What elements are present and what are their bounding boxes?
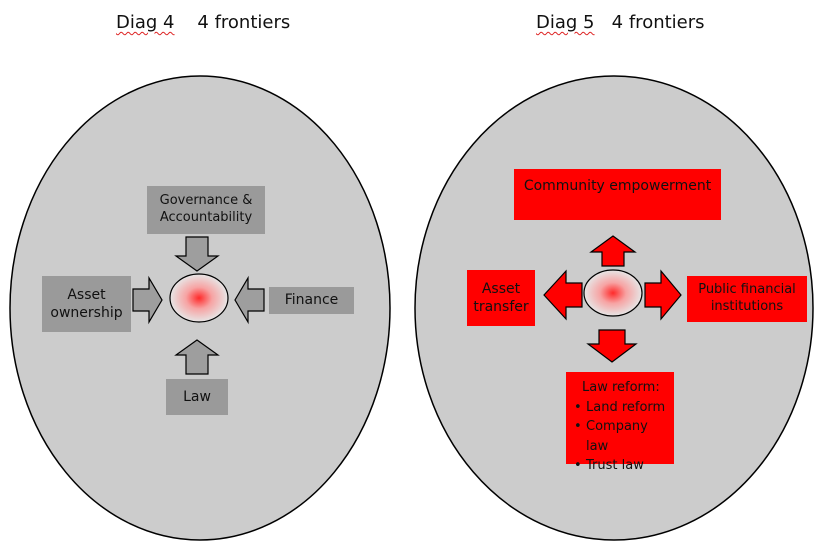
diag5-law-reform-item: Land reform xyxy=(574,398,668,418)
diag4-box-asset-ownership: Asset ownership xyxy=(42,276,131,332)
diag5-title: Diag 5 4 frontiers xyxy=(536,12,705,33)
diag4-box-law-label: Law xyxy=(183,388,211,405)
diag4-center xyxy=(169,273,229,323)
diag5-box-law-reform-heading: Law reform: xyxy=(582,380,660,395)
diag4-box-governance-label: Governance & Accountability xyxy=(159,193,253,225)
diag5-arrow-left xyxy=(543,269,583,321)
diag4-arrow-up xyxy=(174,339,220,375)
diag5-box-community-empowerment-label: Community empowerment xyxy=(523,178,712,194)
diag5-law-reform-item: Company law xyxy=(574,417,668,456)
diag4-arrow-down xyxy=(174,236,220,272)
diag4-box-finance: Finance xyxy=(269,287,354,314)
diag5-box-public-financial-institutions: Public financial institutions xyxy=(687,276,807,322)
diag4-box-law: Law xyxy=(166,379,228,415)
diag5-box-asset-transfer-label: Asset transfer xyxy=(473,280,529,315)
diag5-title-text: 4 frontiers xyxy=(611,12,705,33)
diag5-box-public-financial-institutions-label: Public financial institutions xyxy=(698,282,796,314)
diag5-arrow-down xyxy=(586,329,638,363)
diag4-box-asset-ownership-label: Asset ownership xyxy=(50,286,123,321)
diag4-title: Diag 4 4 frontiers xyxy=(116,12,290,33)
diag5-center xyxy=(583,269,643,317)
diag5-arrow-up xyxy=(589,235,637,267)
diag5-law-reform-item: Trust law xyxy=(574,456,668,476)
diag4-box-governance: Governance & Accountability xyxy=(147,186,265,234)
diag4-title-text: 4 frontiers xyxy=(197,12,291,33)
diag5-title-label: Diag 5 xyxy=(536,12,595,33)
diag5-arrow-right xyxy=(644,269,682,321)
diag4-arrow-right xyxy=(132,275,163,325)
diag4-title-label: Diag 4 xyxy=(116,12,175,33)
diag4-arrow-left xyxy=(234,275,265,325)
diag5-law-reform-list: Land reform Company law Trust law xyxy=(570,398,668,476)
diag5-box-community-empowerment: Community empowerment xyxy=(514,169,721,220)
diag4-box-finance-label: Finance xyxy=(284,292,339,309)
diag5-box-asset-transfer: Asset transfer xyxy=(467,270,535,326)
diag5-box-law-reform: Law reform: Land reform Company law Trus… xyxy=(566,372,674,475)
